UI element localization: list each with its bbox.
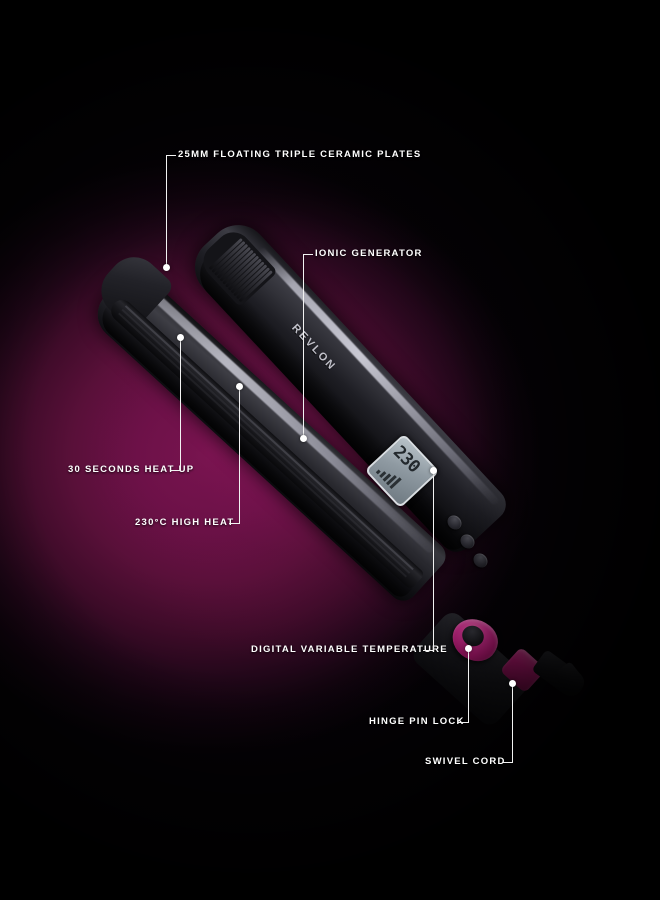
callout-label-ionic-generator: IONIC GENERATOR	[315, 248, 423, 259]
callout-point-ceramic-plates	[163, 264, 170, 271]
callout-label-swivel-cord: SWIVEL CORD	[425, 756, 506, 767]
callout-dash-swivel-cord	[502, 762, 513, 763]
callout-point-hinge-pin-lock	[465, 645, 472, 652]
callout-point-high-heat	[236, 383, 243, 390]
callout-dash-heat-up-time	[170, 470, 181, 471]
callout-point-swivel-cord	[509, 680, 516, 687]
callout-dash-hinge-pin-lock	[458, 722, 469, 723]
callout-dash-ionic-generator	[303, 254, 313, 255]
callout-leader-swivel-cord	[512, 683, 513, 762]
callout-dash-high-heat	[229, 523, 240, 524]
callout-leader-high-heat	[239, 386, 240, 523]
callout-dash-digital-variable-temperature	[423, 650, 434, 651]
callout-leader-digital-variable-temperature	[433, 470, 434, 650]
callout-label-heat-up-time: 30 SECONDS HEAT UP	[68, 464, 195, 475]
callout-label-high-heat: 230°C HIGH HEAT	[135, 517, 235, 528]
callout-label-digital-variable-temperature: DIGITAL VARIABLE TEMPERATURE	[251, 644, 448, 655]
callout-label-hinge-pin-lock: HINGE PIN LOCK	[369, 716, 465, 727]
callout-leader-heat-up-time	[180, 337, 181, 470]
callout-dash-ceramic-plates	[166, 155, 176, 156]
callout-leader-hinge-pin-lock	[468, 648, 469, 722]
callout-point-ionic-generator	[300, 435, 307, 442]
callout-label-ceramic-plates: 25MM FLOATING TRIPLE CERAMIC PLATES	[178, 149, 422, 160]
callout-leader-ionic-generator	[303, 254, 304, 438]
callout-leader-ceramic-plates	[166, 155, 167, 267]
callout-point-digital-variable-temperature	[430, 467, 437, 474]
callout-point-heat-up-time	[177, 334, 184, 341]
